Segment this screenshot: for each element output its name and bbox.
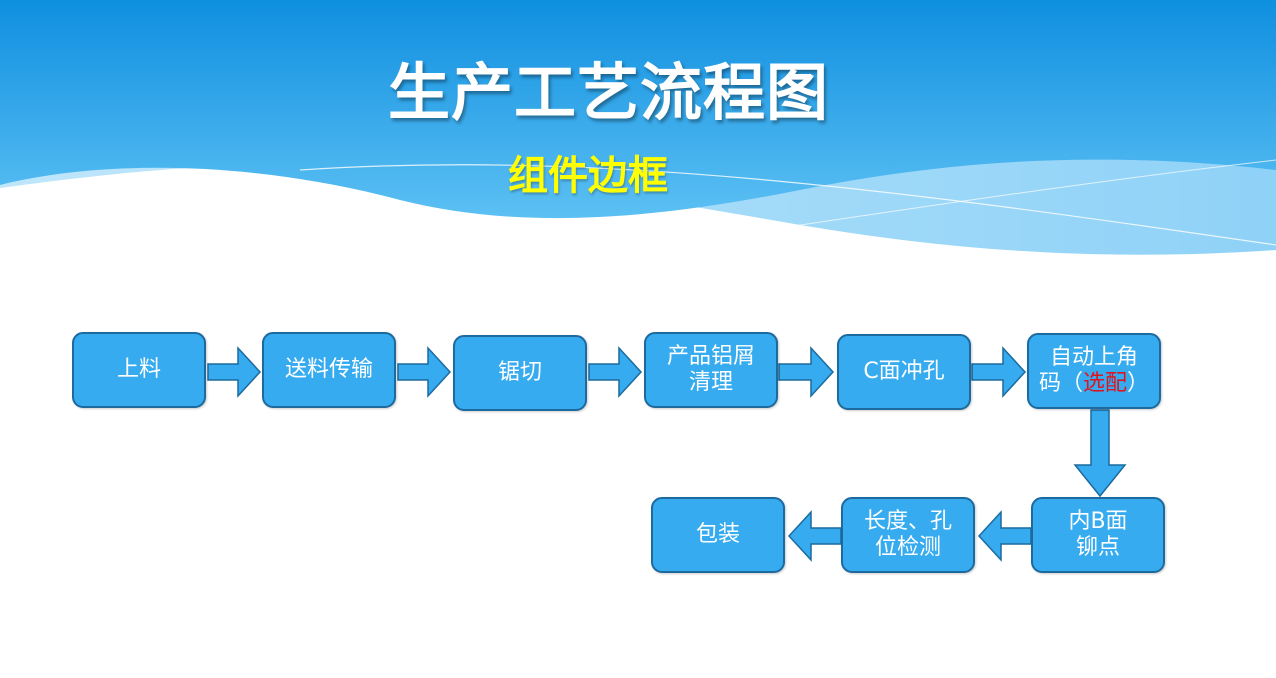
- step-label: 锯切: [497, 360, 542, 385]
- step-label: C面冲孔: [863, 359, 945, 384]
- step-c-punching: C面冲孔: [837, 334, 971, 410]
- arrow-left-icon: [977, 510, 1032, 562]
- step-label: 长度、孔: [863, 509, 952, 534]
- arrow-right-icon: [397, 346, 452, 398]
- arrow-down-icon: [1073, 409, 1127, 498]
- step-label: 铆点: [1075, 535, 1120, 560]
- step-b-riveting: 内B面铆点: [1031, 497, 1165, 573]
- arrow-right-icon: [588, 346, 643, 398]
- page-subtitle: 组件边框: [508, 153, 668, 199]
- step-feeding: 上料: [72, 332, 206, 408]
- step-label: 清理: [688, 370, 733, 395]
- arrow-right-icon: [778, 346, 835, 398]
- step-label: 自动上角: [1049, 345, 1138, 370]
- step-label: 产品铝屑: [666, 344, 755, 369]
- step-label: 上料: [116, 357, 161, 382]
- step-inspection: 长度、孔位检测: [841, 497, 975, 573]
- step-label: 送料传输: [284, 357, 373, 382]
- step-corner-key: 自动上角码（选配）: [1027, 333, 1161, 409]
- step-label: 内B面: [1068, 509, 1128, 534]
- arrow-right-icon: [207, 346, 262, 398]
- step-sawing: 锯切: [453, 335, 587, 411]
- step-label: ）: [1127, 371, 1150, 396]
- step-packing: 包装: [651, 497, 785, 573]
- step-chip-cleaning: 产品铝屑清理: [644, 332, 778, 408]
- step-label: 位检测: [874, 535, 941, 560]
- page-title: 生产工艺流程图: [388, 56, 830, 129]
- step-label: 包装: [695, 522, 740, 547]
- arrow-right-icon: [971, 346, 1027, 398]
- step-conveying: 送料传输: [262, 332, 396, 408]
- optional-label: 选配: [1082, 371, 1127, 396]
- arrow-left-icon: [787, 510, 842, 562]
- step-label: 码（: [1038, 371, 1083, 396]
